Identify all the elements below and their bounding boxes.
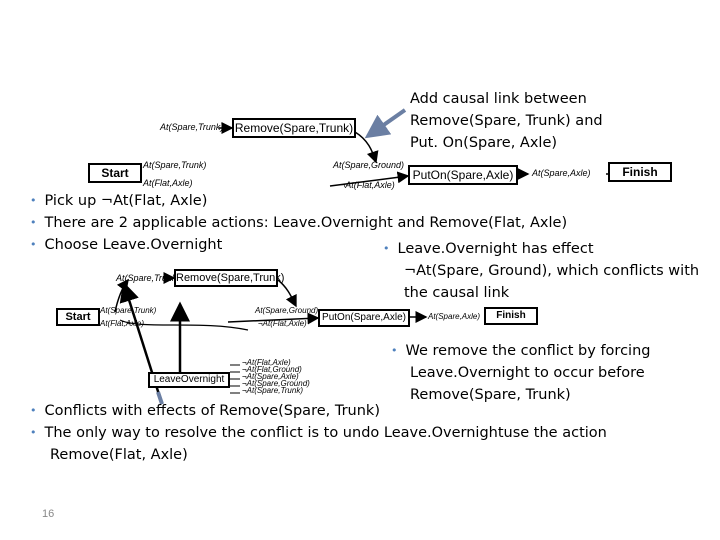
bullet-bottom-1: •Conflicts with effects of Remove(Spare,… — [30, 403, 380, 419]
d1-start-effect-2: At(Flat,Axle) — [143, 178, 193, 188]
d2-puton-precondition-1: At(Spare,Ground) — [255, 306, 319, 315]
bullet-bottom-2-continued: Remove(Flat, Axle) — [50, 447, 188, 463]
bullet-bottom-2: •The only way to resolve the conflict is… — [30, 425, 607, 441]
bullet-right-2: •We remove the conflict by forcing — [391, 343, 651, 359]
bullet-right-1: •Leave.Overnight has effect — [383, 241, 594, 257]
bullet-top-1: •Pick up ¬At(Flat, Axle) — [30, 193, 208, 209]
d1-puton-precondition-2: ¬At(Flat,Axle) — [340, 180, 395, 190]
callout-line-3: Put. On(Spare, Axle) — [410, 135, 558, 151]
d2-leave-overnight-node: LeaveOvernight — [148, 372, 230, 388]
d1-start-effect-1: At(Spare,Trunk) — [143, 160, 207, 170]
bullet-top-2: •There are 2 applicable actions: Leave.O… — [30, 215, 568, 231]
bullet-right-2-line-2: Leave.Overnight to occur before — [410, 365, 645, 381]
d1-finish-precondition: At(Spare,Axle) — [532, 168, 591, 178]
d2-leave-overnight-effects: ¬At(Flat,Axle) ¬At(Flat,Ground) ¬At(Spar… — [242, 358, 310, 395]
d2-finish-precondition: At(Spare,Axle) — [428, 312, 481, 321]
d1-puton-precondition-1: At(Spare,Ground) — [333, 160, 405, 170]
d2-start-effect-2: At(Flat,Axle) — [100, 319, 145, 328]
d1-finish-node: Finish — [608, 162, 672, 182]
bullet-top-3: •Choose Leave.Overnight — [30, 237, 223, 253]
callout-line-1: Add causal link between — [410, 91, 587, 107]
d2-leave-effect: ¬At(Spare,Ground) — [242, 379, 310, 388]
d2-leave-effect: ¬At(Spare,Trunk) — [242, 386, 303, 395]
d2-start-effect-1: At(Spare,Trunk) — [100, 306, 157, 315]
d2-puton-spare-axle-node: PutOn(Spare,Axle) — [318, 309, 410, 327]
d1-puton-spare-axle-node: PutOn(Spare,Axle) — [408, 165, 518, 185]
d2-leave-effect: ¬At(Flat,Ground) — [242, 365, 302, 374]
d2-start-node: Start — [56, 308, 100, 326]
callout-line-2: Remove(Spare, Trunk) and — [410, 113, 603, 129]
bullet-right-1-line-2: ¬At(Spare, Ground), which conflicts with — [404, 263, 700, 279]
d1-remove-spare-trunk-node: Remove(Spare,Trunk) — [232, 118, 356, 138]
bullet-right-2-line-3: Remove(Spare, Trunk) — [410, 387, 571, 403]
d2-leave-effect: ¬At(Spare,Axle) — [242, 372, 299, 381]
d1-start-node: Start — [88, 163, 142, 183]
d2-remove-spare-trunk-node: Remove(Spare,Trunk) — [174, 269, 284, 287]
d2-finish-node: Finish — [484, 307, 538, 325]
d2-remove-precondition: At(Spare,Trunk) — [116, 273, 180, 283]
d2-puton-precondition-2: ¬At(Flat,Axle) — [258, 319, 307, 328]
d2-leave-effect: ¬At(Flat,Axle) — [242, 358, 291, 367]
bullet-right-1-line-3: the causal link — [404, 285, 510, 301]
page-number: 16 — [42, 508, 55, 520]
d1-remove-precondition: At(Spare,Trunk) — [160, 122, 224, 132]
